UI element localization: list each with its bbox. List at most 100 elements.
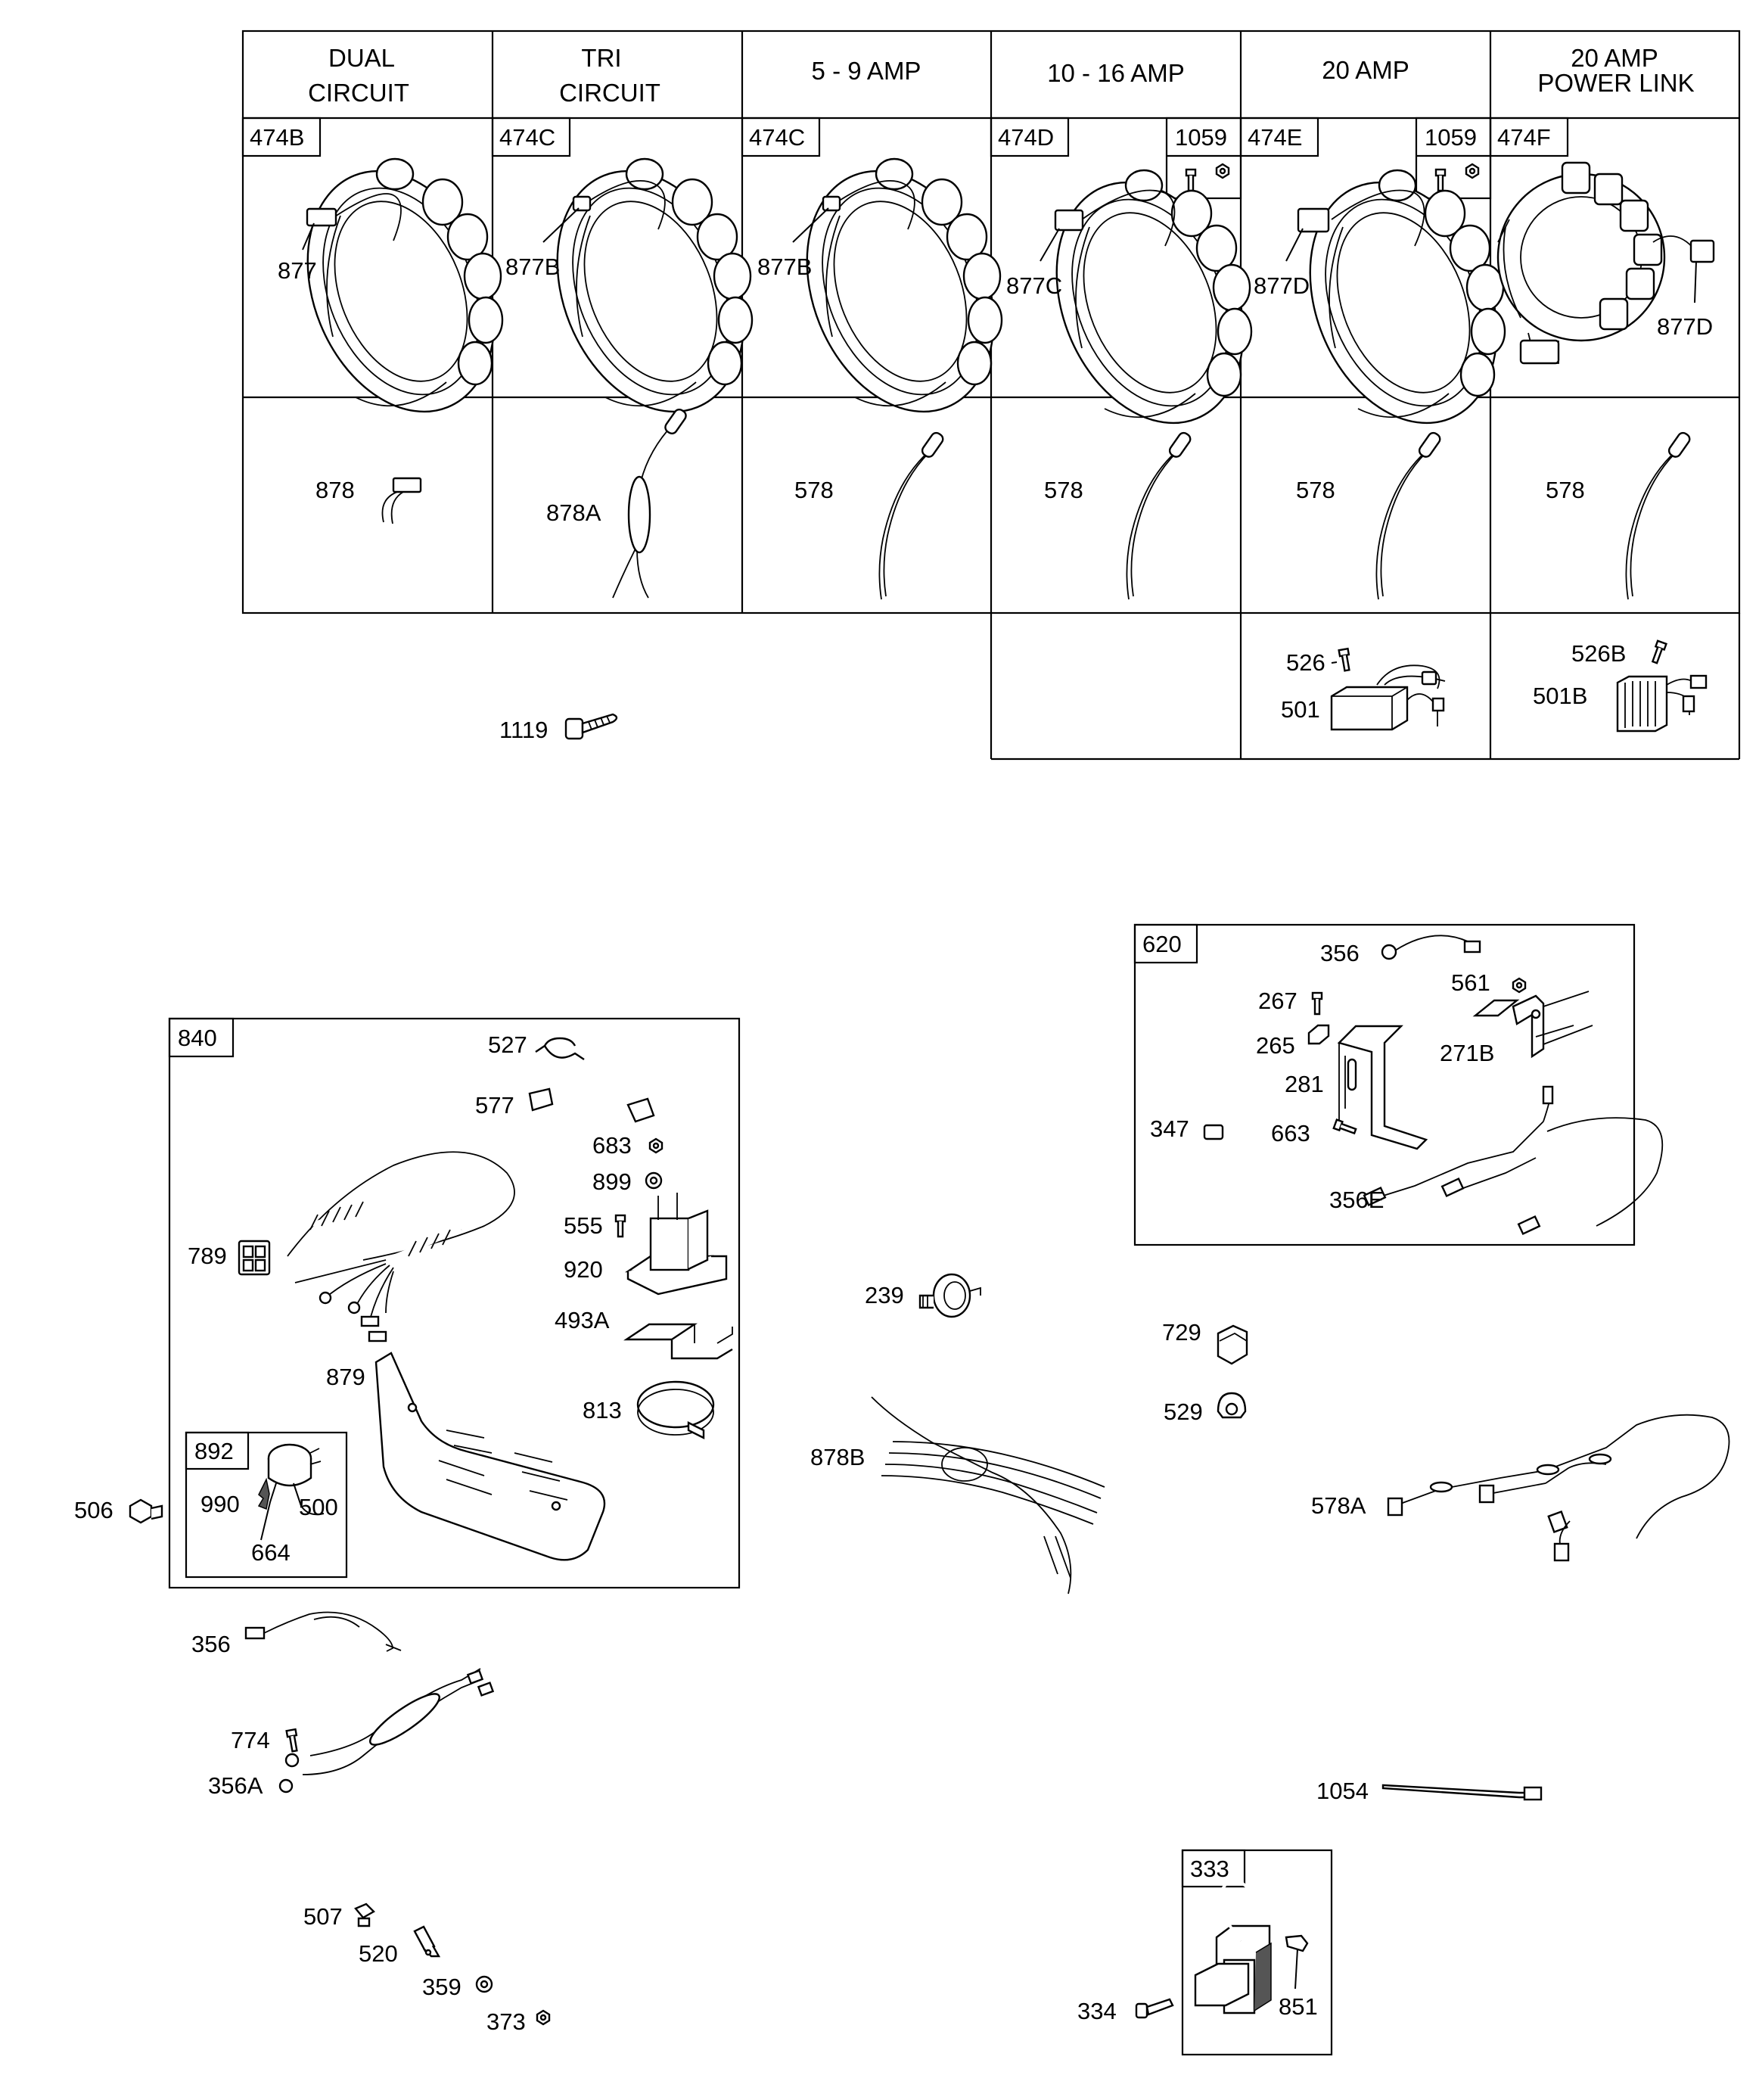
ignition-module xyxy=(1194,1879,1309,2014)
label-506: 506 xyxy=(74,1497,113,1523)
label-879: 879 xyxy=(326,1364,365,1390)
label-493a: 493A xyxy=(555,1307,610,1333)
cable-577: 577 xyxy=(475,1087,655,1123)
harness-356a: 356A xyxy=(208,1668,495,1799)
svg-text:1059: 1059 xyxy=(1425,124,1477,151)
wire-356-lower: 356 xyxy=(191,1611,402,1657)
label-899: 899 xyxy=(592,1168,632,1195)
washer-899: 899 xyxy=(592,1168,663,1195)
label-356-lower: 356 xyxy=(191,1631,231,1657)
regulator-501: 526 501 xyxy=(1281,647,1446,731)
label-664: 664 xyxy=(251,1539,291,1566)
stator-power-link: 877D xyxy=(1496,161,1715,365)
nut-561: 561 xyxy=(1451,969,1527,996)
kit-333: 333 851 xyxy=(1181,1849,1333,2056)
label-877b-5-9: 877B xyxy=(757,254,812,280)
bracket-493a: 493A xyxy=(555,1307,733,1360)
regulator-501b: 526B 501B xyxy=(1533,639,1708,733)
label-356-upper: 356 xyxy=(1320,940,1360,966)
svg-text:474C: 474C xyxy=(499,124,555,151)
ref-box-474f: 474F xyxy=(1489,117,1569,157)
label-920: 920 xyxy=(564,1256,603,1283)
sender-239: 239 xyxy=(865,1273,981,1318)
label-878a: 878A xyxy=(546,499,601,526)
label-267: 267 xyxy=(1258,988,1297,1014)
screw-507: 507 xyxy=(303,1902,375,1930)
label-529: 529 xyxy=(1164,1398,1203,1425)
key-664: 990 664 xyxy=(200,1477,291,1566)
label-501b: 501B xyxy=(1533,683,1587,709)
header-20-amp: 20 AMP xyxy=(1322,56,1409,84)
header-5-9-amp: 5 - 9 AMP xyxy=(812,57,921,85)
ref-840: 840 xyxy=(178,1025,217,1051)
label-347: 347 xyxy=(1150,1115,1189,1142)
label-265: 265 xyxy=(1256,1032,1295,1059)
stator-5-9-amp: 877B xyxy=(757,142,1029,441)
label-356a: 356A xyxy=(208,1772,263,1799)
label-271b: 271B xyxy=(1440,1040,1494,1066)
screw-555: 555 xyxy=(564,1212,626,1239)
bolt-1119: 1119 xyxy=(499,713,618,743)
label-1119: 1119 xyxy=(499,717,548,743)
label-577: 577 xyxy=(475,1092,514,1118)
label-526: 526 xyxy=(1286,649,1325,676)
label-334: 334 xyxy=(1077,1998,1117,2024)
washer-359: 359 xyxy=(422,1974,493,2000)
stator-20-amp: 877D xyxy=(1254,153,1532,453)
svg-text:474F: 474F xyxy=(1497,124,1551,151)
harness-789: 789 xyxy=(188,1151,515,1342)
header-dual-circuit-line2: CIRCUIT xyxy=(308,79,409,107)
clip-347: 347 xyxy=(1150,1115,1224,1142)
bracket-520: 520 xyxy=(359,1925,441,1967)
harness-878b: 878B xyxy=(810,1396,1105,1594)
label-520: 520 xyxy=(359,1940,398,1967)
lead-878: 878 xyxy=(315,477,422,524)
kit-840: 840 527 577 683 899 555 xyxy=(168,1017,741,1589)
label-239: 239 xyxy=(865,1282,904,1308)
lead-578-20: 578 xyxy=(1296,430,1444,601)
svg-text:474D: 474D xyxy=(998,124,1054,151)
label-774: 774 xyxy=(231,1727,270,1753)
label-578a: 578A xyxy=(1311,1492,1366,1519)
lead-578-5-9: 578 xyxy=(794,430,946,601)
label-877d-power-link: 877D xyxy=(1657,313,1713,340)
ref-333: 333 xyxy=(1190,1856,1229,1882)
ref-box-474d: 474D xyxy=(990,117,1070,157)
label-851: 851 xyxy=(1279,1993,1318,2020)
label-729: 729 xyxy=(1162,1319,1201,1346)
lead-578-power-link: 578 xyxy=(1546,430,1693,601)
tie-1054: 1054 xyxy=(1316,1778,1543,1804)
label-500: 500 xyxy=(299,1494,338,1520)
wire-356-upper: 356 xyxy=(1320,935,1481,966)
nut-683: 683 xyxy=(592,1132,664,1159)
connector-851: 851 xyxy=(1279,1948,1318,2020)
kit-620: 620 356 561 267 265 271B xyxy=(1133,923,1664,1246)
label-789: 789 xyxy=(188,1243,227,1269)
label-578-5-9: 578 xyxy=(794,477,834,503)
ref-box-474c-tri: 474C xyxy=(491,117,571,157)
screw-334: 334 xyxy=(1077,1998,1174,2024)
lead-878a: 878A xyxy=(546,409,687,599)
clamp-527: 527 xyxy=(488,1031,585,1060)
label-683: 683 xyxy=(592,1132,632,1159)
label-877: 877 xyxy=(278,257,317,284)
header-20-amp-power-link-line1: 20 AMP xyxy=(1571,44,1658,72)
svg-text:474C: 474C xyxy=(749,124,805,151)
label-555: 555 xyxy=(564,1212,603,1239)
label-373: 373 xyxy=(486,2008,526,2035)
label-877c: 877C xyxy=(1006,272,1062,299)
label-501: 501 xyxy=(1281,696,1320,723)
grommet-529: 529 xyxy=(1164,1392,1247,1425)
label-527: 527 xyxy=(488,1031,527,1058)
stator-dual-circuit: 877 xyxy=(272,142,530,441)
ref-box-474e: 474E xyxy=(1239,117,1319,157)
label-1054: 1054 xyxy=(1316,1778,1369,1804)
label-578-10-16: 578 xyxy=(1044,477,1083,503)
label-877d-20: 877D xyxy=(1254,272,1310,299)
clip-265: 265 xyxy=(1256,1024,1330,1059)
screw-774: 774 xyxy=(231,1727,300,1753)
header-tri-circuit-line2: CIRCUIT xyxy=(559,79,660,107)
lead-578-10-16: 578 xyxy=(1044,430,1194,601)
ref-box-1059-10-16: 1059 xyxy=(1165,117,1242,200)
ignition-switch-500: 500 xyxy=(267,1443,338,1520)
